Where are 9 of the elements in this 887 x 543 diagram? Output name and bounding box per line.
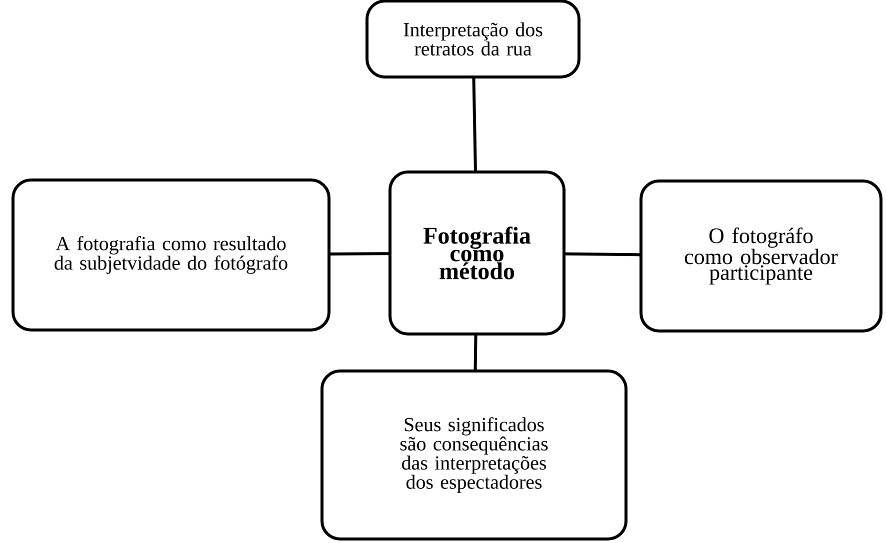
connector-line	[565, 252, 640, 256]
connector-line	[472, 78, 477, 171]
text-box: Interpretação dos retratos da rua	[366, 0, 580, 78]
connector-line	[330, 252, 389, 256]
text-box: A fotografia como resultado da subjetvidade do fotógrafo	[12, 178, 330, 332]
text-box: O fotográfo como observador participante	[640, 180, 882, 332]
text-box: Seus significados são consequências das interpretações dos espectadores	[320, 369, 628, 540]
connector-line	[474, 335, 478, 370]
text-box: Fotografia como método	[388, 170, 566, 336]
